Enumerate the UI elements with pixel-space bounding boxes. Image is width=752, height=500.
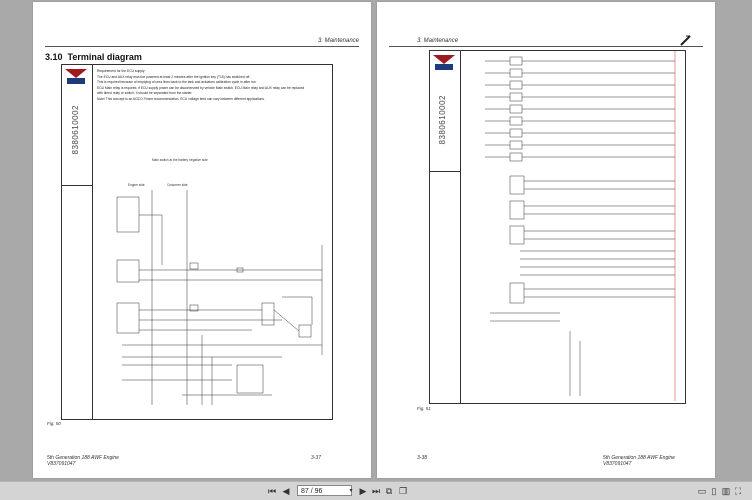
section-heading: 3.10 Terminal diagram: [45, 52, 142, 62]
figure-label: Fig. 50: [47, 421, 61, 426]
copy-icon[interactable]: ⧉: [385, 486, 393, 496]
note-line: The ECU and AUX relay must be powered at…: [97, 75, 251, 80]
single-page-icon[interactable]: ▥: [721, 486, 731, 496]
title-block: 8380610002: [62, 65, 93, 419]
footer-right: 5th Generation 188 AWF Engine V837091047: [603, 455, 675, 467]
page-header: 3. Maintenance: [417, 38, 459, 44]
figure-label: Fig. 51: [417, 406, 431, 411]
section-title: Terminal diagram: [67, 52, 142, 62]
title-block: 8380610002: [430, 51, 461, 403]
fit-width-icon[interactable]: ▯: [711, 486, 717, 496]
footer-doc-number: V837091047: [47, 461, 76, 467]
footer-left: 5th Generation 188 AWF Engine V837091047: [47, 455, 119, 467]
title-divider: [62, 185, 92, 186]
zoom-level: [661, 485, 681, 496]
last-page-icon[interactable]: ⏭: [371, 486, 381, 496]
right-page: 3. Maintenance 8380610002: [377, 2, 715, 478]
footer-page-number: 3-38: [417, 455, 428, 461]
note-line: Note! This concept is an AGCO Power reco…: [97, 97, 265, 102]
header-rule: [45, 46, 359, 47]
fit-page-icon[interactable]: ▭: [697, 486, 707, 496]
left-page: 3. Maintenance 3.10 Terminal diagram 838…: [33, 2, 371, 478]
dropdown-icon[interactable]: ▾: [349, 488, 353, 494]
footer-page-number: 3-37: [311, 455, 322, 461]
footer-engine: 5th Generation 188 AWF Engine: [603, 455, 675, 461]
viewer-toolbar: ⏮ ◀ 87 / 96 ▾ ▶ ⏭ ⧉ ❐ ▭ ▯ ▥ ⛶: [0, 481, 752, 500]
prev-page-icon[interactable]: ◀: [282, 486, 290, 496]
pages-icon[interactable]: ❐: [398, 486, 408, 496]
agco-logo: [433, 55, 455, 71]
section-number: 3.10: [45, 52, 63, 62]
diagram-frame: 8380610002 Requirement for the ECU suppl…: [61, 64, 333, 420]
notes-block: Requirement for the ECU supply: The ECU …: [97, 69, 307, 101]
next-page-icon[interactable]: ▶: [359, 486, 367, 496]
main-switch-label: Main switch at the battery negative side: [152, 158, 208, 162]
header-rule: [389, 46, 703, 47]
note-line: This is required because of emptying of …: [97, 79, 257, 84]
title-divider: [430, 171, 460, 172]
terminal-diagram-left: [116, 190, 323, 405]
page-number-input[interactable]: 87 / 96: [297, 485, 352, 496]
engine-side-label: Engine side: [128, 183, 145, 187]
note-line: ECU Main relay is required, if ECU suppl…: [97, 86, 305, 95]
first-page-icon[interactable]: ⏮: [267, 486, 277, 496]
agco-logo: [65, 69, 87, 85]
footer-doc-number: V837091047: [603, 461, 632, 467]
customer-side-label: Customer side: [167, 183, 188, 187]
fullscreen-icon[interactable]: ⛶: [734, 486, 742, 496]
page-header: 3. Maintenance: [317, 38, 359, 44]
terminal-diagram-right: [485, 51, 676, 401]
book-icon: [680, 35, 691, 46]
note-line: Requirement for the ECU supply:: [97, 69, 146, 73]
diagram-frame: 8380610002: [429, 50, 686, 404]
footer-engine: 5th Generation 188 AWF Engine: [47, 455, 119, 461]
